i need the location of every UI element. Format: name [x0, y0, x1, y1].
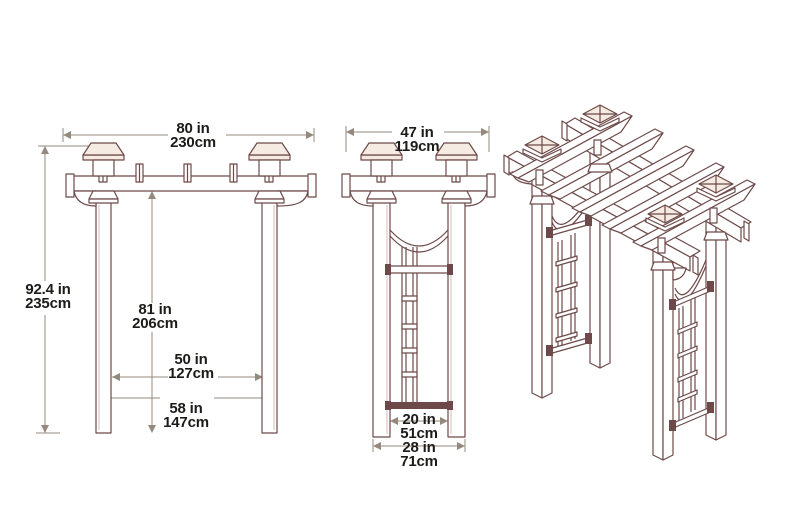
front-left-post-cap	[82, 142, 125, 204]
dim-value-cm: 119cm	[394, 138, 440, 155]
dim-value-inches: 58 in	[169, 400, 203, 417]
dim-side-post-depth: 28 in 71cm	[394, 439, 444, 470]
dim-value-inches: 92.4 in	[25, 281, 71, 298]
dim-value-inches: 50 in	[174, 351, 208, 368]
perspective-post-collars	[529, 139, 729, 271]
dim-value-cm: 206cm	[132, 315, 178, 332]
dim-value-inches: 47 in	[400, 124, 434, 141]
trellis-bottom-bar	[387, 402, 451, 409]
right-corbel	[276, 190, 309, 207]
dim-value-inches: 80 in	[176, 120, 210, 137]
trellis-arch	[389, 229, 449, 247]
side-front-post	[372, 158, 391, 438]
perspective-view-drawing	[503, 104, 756, 461]
side-front-post-cap	[360, 142, 403, 204]
perspective-rafters	[509, 111, 756, 251]
dim-value-cm: 127cm	[168, 365, 214, 382]
side-top-beam	[341, 173, 496, 207]
dim-front-inner-width: 50 in 127cm	[162, 351, 220, 382]
dim-value-cm: 235cm	[25, 295, 71, 312]
dim-value-inches: 81 in	[138, 301, 172, 318]
trellis-top-bar	[386, 265, 452, 274]
front-view-drawing	[36, 128, 317, 434]
dim-value-inches: 20 in	[402, 411, 436, 428]
dim-front-overall-width: 80 in 230cm	[151, 120, 235, 151]
dim-value-cm: 147cm	[163, 414, 209, 431]
dim-front-post-span: 58 in 147cm	[157, 400, 215, 431]
dim-front-overall-height: 92.4 in 235cm	[16, 281, 80, 312]
dim-value-cm: 71cm	[400, 453, 438, 470]
dim-value-inches: 28 in	[402, 439, 436, 456]
front-top-beam	[65, 173, 317, 207]
perspective-posts	[531, 135, 727, 461]
dim-side-inner-depth: 20 in 51cm	[394, 411, 444, 442]
perspective-post-caps	[522, 104, 736, 232]
dim-front-clearance-height: 81 in 206cm	[126, 301, 184, 332]
side-dimension-lines	[345, 126, 490, 452]
dim-side-overall-depth: 47 in 119cm	[389, 124, 445, 155]
perspective-right-panel	[669, 259, 714, 431]
side-view-drawing	[341, 126, 496, 452]
perspective-left-panel	[546, 194, 592, 356]
side-trellis-panel	[385, 229, 453, 410]
side-back-post-cap	[435, 142, 478, 204]
dim-value-cm: 51cm	[400, 425, 438, 442]
dim-value-cm: 230cm	[170, 134, 216, 151]
front-right-post-cap	[248, 142, 291, 204]
